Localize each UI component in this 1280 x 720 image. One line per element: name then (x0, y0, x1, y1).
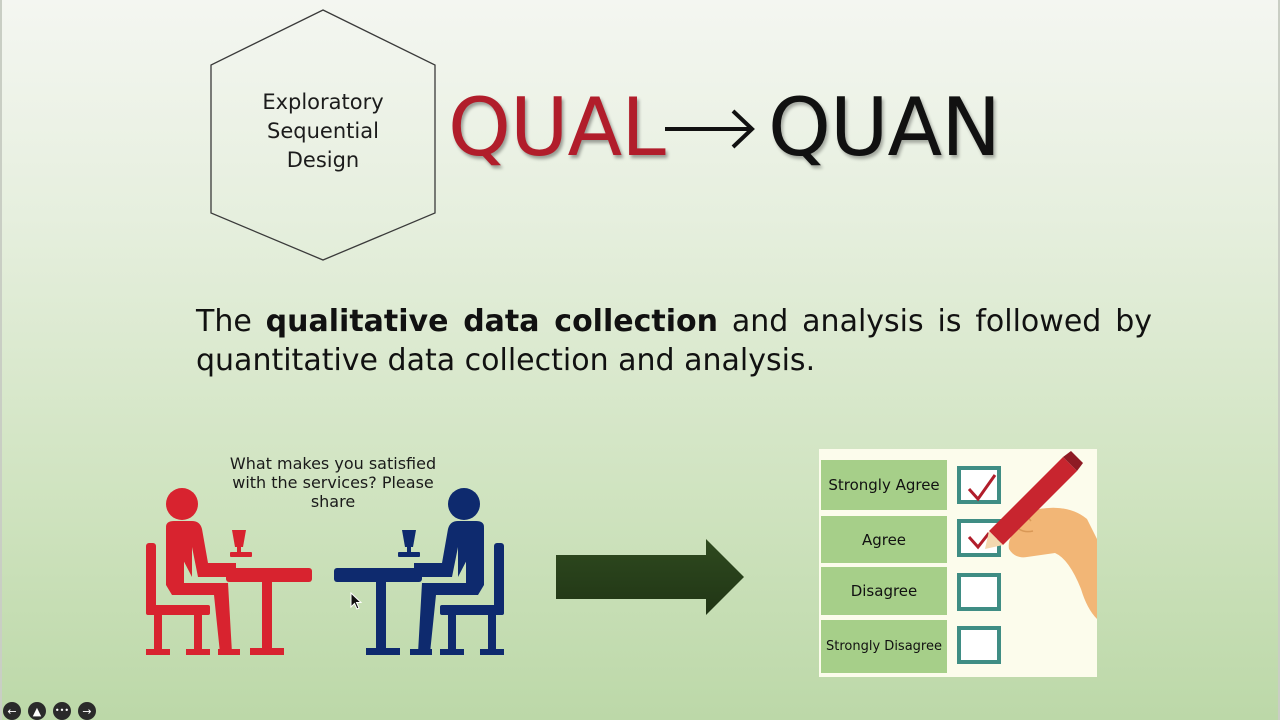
qual-heading: QUAL (448, 81, 666, 174)
slide-nav-controls: ← ▲ ••• → (3, 702, 96, 720)
mouse-cursor-icon (350, 592, 363, 610)
big-right-arrow-icon (556, 539, 744, 615)
frame-right-border (1278, 0, 1280, 720)
statement-bold: qualitative data collection (265, 304, 718, 339)
option-strongly-agree: Strongly Agree (821, 460, 947, 510)
survey-form: Strongly Agree Agree Disagree Strongly D… (819, 449, 1097, 677)
hexagon-line-1: Exploratory (262, 90, 384, 114)
statement-prefix: The (196, 304, 266, 339)
hexagon-line-3: Design (286, 148, 360, 172)
interview-illustration (146, 488, 504, 655)
red-person-icon (146, 488, 312, 655)
pointer-icon[interactable]: ▲ (28, 702, 46, 720)
hexagon-label: Exploratory Sequential Design (209, 88, 437, 175)
hexagon-line-2: Sequential (267, 119, 379, 143)
next-icon[interactable]: → (78, 702, 96, 720)
option-agree: Agree (821, 516, 947, 563)
option-strongly-disagree: Strongly Disagree (821, 620, 947, 673)
long-right-arrow-icon (665, 109, 755, 149)
interview-question: What makes you satisfied with the servic… (229, 454, 437, 511)
more-icon[interactable]: ••• (53, 702, 71, 720)
frame-left-border (0, 0, 2, 720)
hexagon-shape (210, 9, 436, 261)
checkbox-strongly-disagree[interactable] (957, 626, 1001, 664)
hand-pencil-icon (967, 451, 1097, 619)
quan-heading: QUAN (768, 81, 1001, 174)
checkbox-disagree[interactable] (957, 573, 1001, 611)
statement-text: The qualitative data collection and anal… (196, 302, 1152, 380)
blue-person-icon (334, 488, 504, 655)
option-disagree: Disagree (821, 567, 947, 615)
prev-icon[interactable]: ← (3, 702, 21, 720)
statement-suffix: and analysis is followed by quantitative… (196, 304, 1152, 378)
